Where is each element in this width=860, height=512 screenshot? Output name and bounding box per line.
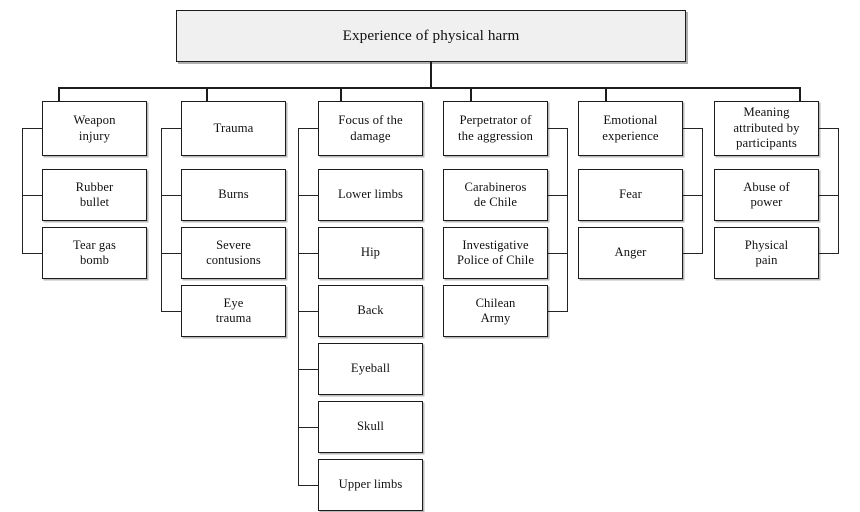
branch-header-meaning-attributed-by-participants: Meaning attributed by participants xyxy=(714,101,819,156)
node-tear-gas-bomb: Tear gas bomb xyxy=(42,227,147,279)
bracket-spine-emotional-experience xyxy=(702,128,704,253)
node-label-eyeball: Eyeball xyxy=(350,361,391,376)
branch-header-perpetrator-of-the-aggression: Perpetrator of the aggression xyxy=(443,101,548,156)
node-burns: Burns xyxy=(181,169,286,221)
bracket-stub-weapon-injury-header xyxy=(22,128,43,130)
node-rubber-bullet: Rubber bullet xyxy=(42,169,147,221)
distribution-bar xyxy=(58,87,800,89)
branch-header-weapon-injury: Weapon injury xyxy=(42,101,147,156)
node-back: Back xyxy=(318,285,423,337)
bracket-stub-eyeball xyxy=(298,369,319,371)
branch-drop-trauma xyxy=(206,87,208,101)
bracket-spine-perpetrator-of-the-aggression xyxy=(567,128,569,311)
bracket-spine-meaning-attributed-by-participants xyxy=(838,128,840,253)
bracket-stub-abuse-of-power xyxy=(818,195,839,197)
node-label-burns: Burns xyxy=(218,187,249,202)
bracket-stub-skull xyxy=(298,427,319,429)
node-label-hip: Hip xyxy=(360,245,381,260)
root-node-experience-of-physical-harm: Experience of physical harm xyxy=(176,10,686,62)
node-eye-trauma: Eye trauma xyxy=(181,285,286,337)
bracket-stub-anger xyxy=(682,253,703,255)
bracket-stub-perpetrator-of-the-aggression-header xyxy=(547,128,568,130)
branch-drop-focus-of-the-damage xyxy=(340,87,342,101)
bracket-stub-fear xyxy=(682,195,703,197)
branch-drop-meaning-attributed-by-participants xyxy=(799,87,801,101)
branch-header-emotional-experience: Emotional experience xyxy=(578,101,683,156)
bracket-stub-trauma-header xyxy=(161,128,182,130)
node-label-anger: Anger xyxy=(614,245,647,260)
node-fear: Fear xyxy=(578,169,683,221)
node-label-back: Back xyxy=(357,303,384,318)
branch-drop-emotional-experience xyxy=(605,87,607,101)
node-investigative-police-of-chile: Investigative Police of Chile xyxy=(443,227,548,279)
node-hip: Hip xyxy=(318,227,423,279)
node-label-tear-gas-bomb: Tear gas bomb xyxy=(73,237,116,267)
node-label-severe-contusions: Severe contusions xyxy=(206,237,261,267)
node-severe-contusions: Severe contusions xyxy=(181,227,286,279)
bracket-spine-weapon-injury xyxy=(22,128,24,253)
bracket-stub-chilean-army xyxy=(547,311,568,313)
branch-header-trauma: Trauma xyxy=(181,101,286,156)
root-stem-connector xyxy=(430,62,432,88)
root-node-label: Experience of physical harm xyxy=(342,26,520,44)
bracket-stub-meaning-attributed-by-participants-header xyxy=(818,128,839,130)
bracket-stub-lower-limbs xyxy=(298,195,319,197)
branch-header-label-weapon-injury: Weapon injury xyxy=(73,112,116,143)
bracket-stub-physical-pain xyxy=(818,253,839,255)
branch-header-label-focus-of-the-damage: Focus of the damage xyxy=(338,112,403,143)
node-label-rubber-bullet: Rubber bullet xyxy=(75,179,114,209)
bracket-stub-back xyxy=(298,311,319,313)
branch-header-label-trauma: Trauma xyxy=(213,120,254,135)
node-abuse-of-power: Abuse of power xyxy=(714,169,819,221)
bracket-stub-carabineros-de-chile xyxy=(547,195,568,197)
node-eyeball: Eyeball xyxy=(318,343,423,395)
node-lower-limbs: Lower limbs xyxy=(318,169,423,221)
node-label-investigative-police-of-chile: Investigative Police of Chile xyxy=(456,237,535,267)
bracket-stub-severe-contusions xyxy=(161,253,182,255)
node-label-skull: Skull xyxy=(356,419,385,434)
bracket-stub-eye-trauma xyxy=(161,311,182,313)
node-label-abuse-of-power: Abuse of power xyxy=(743,179,790,209)
node-chilean-army: Chilean Army xyxy=(443,285,548,337)
bracket-stub-hip xyxy=(298,253,319,255)
bracket-stub-investigative-police-of-chile xyxy=(547,253,568,255)
node-label-eye-trauma: Eye trauma xyxy=(215,295,252,325)
node-label-lower-limbs: Lower limbs xyxy=(337,187,404,202)
node-skull: Skull xyxy=(318,401,423,453)
branch-header-focus-of-the-damage: Focus of the damage xyxy=(318,101,423,156)
node-label-physical-pain: Physical pain xyxy=(744,237,789,267)
bracket-stub-rubber-bullet xyxy=(22,195,43,197)
bracket-stub-tear-gas-bomb xyxy=(22,253,43,255)
node-label-upper-limbs: Upper limbs xyxy=(338,477,403,492)
bracket-stub-emotional-experience-header xyxy=(682,128,703,130)
bracket-stub-focus-of-the-damage-header xyxy=(298,128,319,130)
bracket-spine-focus-of-the-damage xyxy=(298,128,300,485)
node-label-chilean-army: Chilean Army xyxy=(475,295,516,325)
node-carabineros-de-chile: Carabineros de Chile xyxy=(443,169,548,221)
branch-header-label-perpetrator-of-the-aggression: Perpetrator of the aggression xyxy=(458,112,533,143)
branch-drop-weapon-injury xyxy=(58,87,60,101)
node-upper-limbs: Upper limbs xyxy=(318,459,423,511)
bracket-stub-burns xyxy=(161,195,182,197)
branch-header-label-meaning-attributed-by-participants: Meaning attributed by participants xyxy=(733,105,800,151)
branch-header-label-emotional-experience: Emotional experience xyxy=(602,112,659,143)
node-anger: Anger xyxy=(578,227,683,279)
branch-drop-perpetrator-of-the-aggression xyxy=(470,87,472,101)
node-label-fear: Fear xyxy=(619,187,642,202)
bracket-stub-upper-limbs xyxy=(298,485,319,487)
node-label-carabineros-de-chile: Carabineros de Chile xyxy=(464,179,527,209)
bracket-spine-trauma xyxy=(161,128,163,311)
node-physical-pain: Physical pain xyxy=(714,227,819,279)
